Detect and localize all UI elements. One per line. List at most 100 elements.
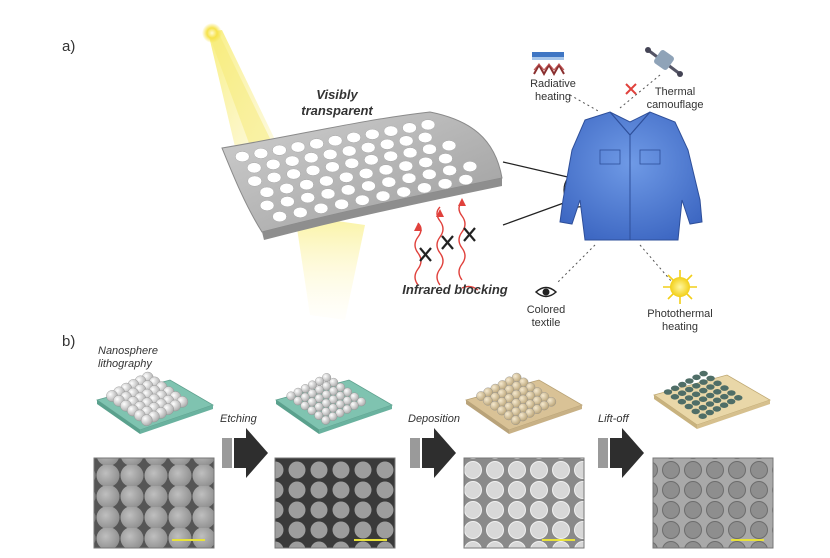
- arrow-liftoff: [598, 428, 644, 478]
- eye-icon: [534, 286, 558, 298]
- blocked-x-marks: [419, 227, 476, 262]
- membrane-hole: [305, 164, 321, 176]
- film-hole: [691, 408, 700, 415]
- membrane-hole: [379, 138, 395, 150]
- membrane-hole: [280, 196, 295, 208]
- membrane-hole: [417, 132, 433, 143]
- membrane-hole: [361, 180, 376, 192]
- film-hole: [670, 394, 680, 400]
- membrane-hole: [360, 142, 376, 154]
- film-hole: [691, 400, 701, 406]
- film-hole: [684, 403, 693, 410]
- nanosphere: [293, 396, 303, 406]
- film-hole: [698, 404, 708, 411]
- membrane-hole: [381, 176, 397, 188]
- membrane-hole: [235, 151, 250, 163]
- membrane-hole: [396, 186, 411, 198]
- blocked-cross-icon: [625, 83, 637, 95]
- membrane-hole: [259, 200, 275, 211]
- film-hole: [678, 381, 687, 388]
- film-hole: [719, 402, 729, 408]
- arrow-etching: [222, 428, 268, 478]
- membrane-hole: [383, 150, 398, 162]
- membrane-hole: [265, 158, 281, 170]
- panel-a-label: a): [62, 38, 76, 55]
- membrane-hole: [339, 171, 354, 183]
- deposition-label: Deposition: [408, 413, 460, 425]
- membrane-hole: [259, 186, 275, 198]
- film-hole: [712, 406, 722, 412]
- membrane-hole: [365, 128, 380, 140]
- film-hole: [698, 413, 707, 419]
- membrane-hole: [299, 179, 314, 191]
- nanosphere: [286, 391, 296, 401]
- membrane-hole: [293, 207, 308, 218]
- nanosphere: [476, 391, 486, 401]
- shirt-icon: [559, 111, 703, 241]
- film-hole: [713, 389, 722, 395]
- membrane-hole: [375, 190, 391, 202]
- step3-deposited-film: [465, 372, 583, 434]
- membrane-hole: [442, 164, 457, 176]
- perforated-membrane: [221, 111, 503, 240]
- membrane-hole: [402, 122, 417, 134]
- film-hole: [677, 398, 687, 405]
- nanosphere: [496, 405, 507, 416]
- membrane-hole: [313, 202, 329, 214]
- membrane-hole: [322, 148, 338, 160]
- radiative-heating-icon: [532, 52, 565, 77]
- membrane-hole: [279, 183, 294, 194]
- film-hole: [670, 385, 680, 392]
- film-hole: [699, 379, 708, 385]
- film-hole: [712, 397, 722, 404]
- radiative-heating-label: Radiative heating: [530, 78, 576, 103]
- membrane-hole: [437, 178, 453, 190]
- nanosphere: [321, 415, 331, 425]
- nanosphere: [483, 396, 493, 406]
- application-connectors: [557, 74, 673, 283]
- film-hole: [705, 401, 715, 407]
- drone-icon: [645, 47, 683, 77]
- film-hole: [727, 398, 736, 405]
- membrane-hole: [420, 119, 436, 131]
- nanosphere: [140, 414, 153, 427]
- membrane-hole: [398, 135, 414, 147]
- panel-b-process: [93, 370, 774, 549]
- process-arrows: [222, 428, 644, 478]
- film-hole: [734, 395, 743, 401]
- infrared-blocking-label: Infrared blocking: [402, 282, 508, 297]
- membrane-hole: [303, 152, 319, 164]
- step2-etched-nanospheres: [275, 373, 393, 434]
- film-hole: [706, 375, 715, 382]
- film-hole: [663, 389, 673, 395]
- film-hole: [692, 374, 701, 381]
- film-hole: [720, 385, 729, 391]
- nanosphere: [349, 401, 359, 411]
- film-hole: [720, 393, 729, 400]
- step4-perforated-film: [653, 370, 771, 429]
- sem-image-4: [652, 457, 774, 549]
- liftoff-label: Lift-off: [598, 413, 629, 425]
- etching-label: Etching: [220, 413, 257, 425]
- membrane-hole: [290, 141, 306, 153]
- membrane-hole: [398, 160, 414, 172]
- film-hole: [705, 409, 714, 416]
- membrane-hole: [438, 153, 453, 165]
- membrane-hole: [246, 162, 262, 174]
- film-hole: [692, 383, 701, 389]
- film-hole: [684, 395, 694, 401]
- membrane-hole: [325, 161, 340, 173]
- membrane-hole: [378, 164, 394, 176]
- membrane-hole: [319, 175, 334, 187]
- membrane-hole: [286, 168, 301, 180]
- arrow-deposition: [410, 428, 456, 478]
- nanosphere: [356, 397, 366, 407]
- membrane-hole: [422, 143, 437, 155]
- membrane-hole: [346, 132, 361, 143]
- sem-image-2: [274, 457, 396, 549]
- thermal-camouflage-label: Thermal camouflage: [646, 86, 704, 111]
- membrane-hole: [272, 144, 287, 156]
- membrane-hole: [344, 157, 360, 169]
- nanosphere: [342, 404, 352, 414]
- nanosphere: [307, 406, 317, 416]
